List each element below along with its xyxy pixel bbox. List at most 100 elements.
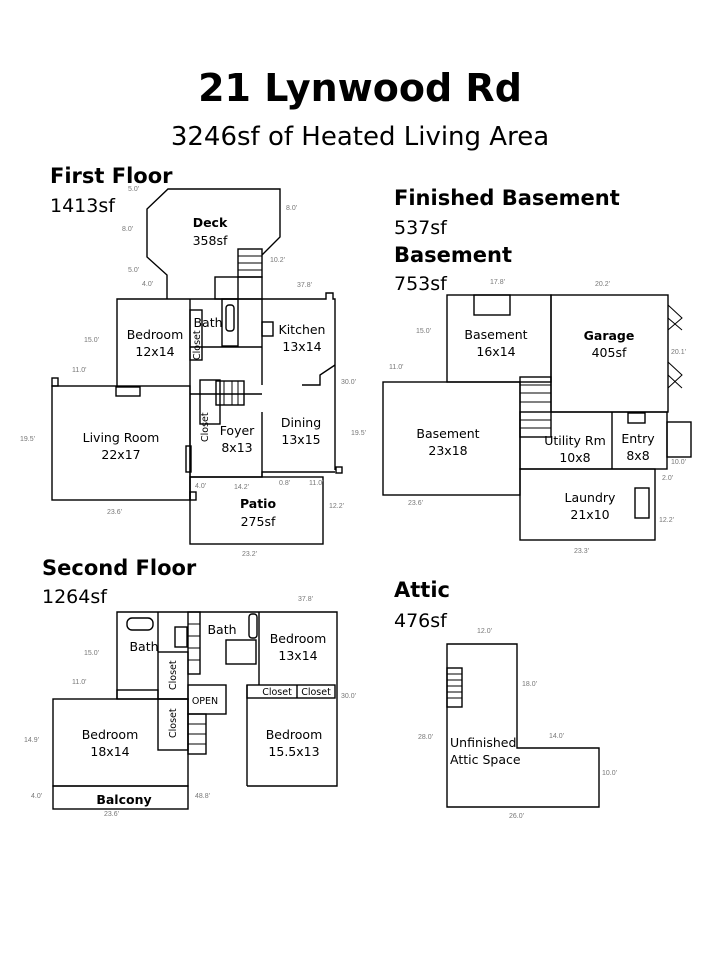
dimension-label: 12.0' [477,628,492,635]
dimension-label: 11.0' [389,364,403,371]
dimension-label: 19.5' [351,430,366,437]
open-label: OPEN [192,696,218,707]
bedroom-label: Bedroom [127,327,184,342]
garage-size: 405sf [592,345,627,360]
dimension-label: 11.0' [309,480,323,487]
dimension-label: 20.2' [595,281,610,288]
dimension-label: 4.0' [195,483,206,490]
basement-room-size: 23x18 [428,443,467,458]
dimension-label: 10.0' [602,770,617,777]
closet-label: Closet [200,412,211,442]
patio-size: 275sf [241,514,276,529]
dimension-label: 30.0' [341,379,356,386]
second-floor-dimensions: 37.8' 15.0' 11.0' 30.0' 14.9' 4.0' 48.8'… [24,596,356,818]
bedroom-size: 13x14 [278,648,317,663]
bedroom-size: 18x14 [90,744,129,759]
dimension-label: 10.2' [270,257,285,264]
kitchen-label: Kitchen [279,322,326,337]
dimension-label: 5.0' [128,267,139,274]
dimension-label: 26.0' [509,813,524,820]
dimension-label: 23.3' [574,548,589,555]
second-floor-heading: Second Floor [42,556,197,580]
laundry-label: Laundry [565,490,617,505]
dimension-label: 11.0' [72,367,86,374]
kitchen-size: 13x14 [282,339,321,354]
dimension-label: 12.2' [329,503,344,510]
attic-plan [446,643,600,808]
dimension-label: 19.5' [20,436,35,443]
dining-size: 13x15 [281,432,320,447]
bath-label: Bath [193,315,222,330]
dimension-label: 23.2' [242,551,257,558]
dimension-label: 10.0' [671,459,686,466]
dimension-label: 15.0' [416,328,431,335]
bedroom-label: Bedroom [266,727,323,742]
basement-room-label: Basement [464,327,527,342]
bedroom-label: Bedroom [270,631,327,646]
closet-label: Closet [168,708,179,738]
living-room-size: 22x17 [101,447,140,462]
deck-label: Deck [193,215,228,230]
basement-area: 753sf [394,273,448,295]
first-floor-plan [51,188,343,545]
attic-dimensions: 12.0' 18.0' 28.0' 14.0' 10.0' 26.0' [418,628,617,820]
closet-label: Closet [168,660,179,690]
dimension-label: 30.0' [341,693,356,700]
first-floor-heading: First Floor [50,164,173,188]
basement-heading: Basement [394,243,512,267]
first-floor-area: 1413sf [50,195,116,217]
foyer-size: 8x13 [221,440,252,455]
dimension-label: 5.0' [128,186,139,193]
bedroom-size: 12x14 [135,344,174,359]
first-floor-dimensions: 5.0' 8.0' 8.0' 10.2' 5.0' 4.0' 37.8' 15.… [20,186,366,558]
basement-dimensions: 17.8' 20.2' 15.0' 11.0' 20.1' 10.0' 2.0'… [389,279,686,555]
second-floor-area: 1264sf [42,586,108,608]
utility-room-size: 10x8 [559,450,590,465]
bath-label: Bath [129,639,158,654]
basement-room-label: Basement [416,426,479,441]
balcony-label: Balcony [96,792,151,807]
dimension-label: 23.6' [107,509,122,516]
finished-basement-heading: Finished Basement [394,186,620,210]
closet-label: Closet [301,687,331,698]
dimension-label: 18.0' [522,681,537,688]
dimension-label: 14.0' [549,733,564,740]
attic-space-label: Unfinished [450,735,516,750]
dimension-label: 14.9' [24,737,39,744]
deck-size: 358sf [193,233,228,248]
living-room-label: Living Room [83,430,160,445]
dimension-label: 23.6' [408,500,423,507]
dimension-label: 15.0' [84,650,99,657]
bedroom-size: 15.5x13 [268,744,319,759]
garage-label: Garage [584,328,635,343]
basement-plan [382,294,692,541]
dimension-label: 8.0' [286,205,297,212]
attic-heading: Attic [394,578,450,602]
dimension-label: 12.2' [659,517,674,524]
dimension-label: 48.8' [195,793,210,800]
dimension-label: 37.8' [297,282,312,289]
dimension-label: 28.0' [418,734,433,741]
dimension-label: 11.0' [72,679,86,686]
attic-space-label: Attic Space [450,752,521,767]
closet-label: Closet [192,330,203,360]
bedroom-label: Bedroom [82,727,139,742]
patio-label: Patio [240,496,277,511]
attic-area: 476sf [394,610,448,632]
finished-basement-area: 537sf [394,217,448,239]
bath-label: Bath [207,622,236,637]
dimension-label: 0.8' [279,480,290,487]
dining-label: Dining [281,415,321,430]
dimension-label: 4.0' [31,793,42,800]
basement-room-size: 16x14 [476,344,515,359]
page-title: 21 Lynwood Rd [198,66,522,110]
entry-label: Entry [621,431,655,446]
dimension-label: 20.1' [671,349,686,356]
dimension-label: 37.8' [298,596,313,603]
dimension-label: 8.0' [122,226,133,233]
dimension-label: 14.2' [234,484,249,491]
second-floor-plan [52,611,338,810]
dimension-label: 2.0' [662,475,673,482]
foyer-label: Foyer [220,423,255,438]
dimension-label: 17.8' [490,279,505,286]
